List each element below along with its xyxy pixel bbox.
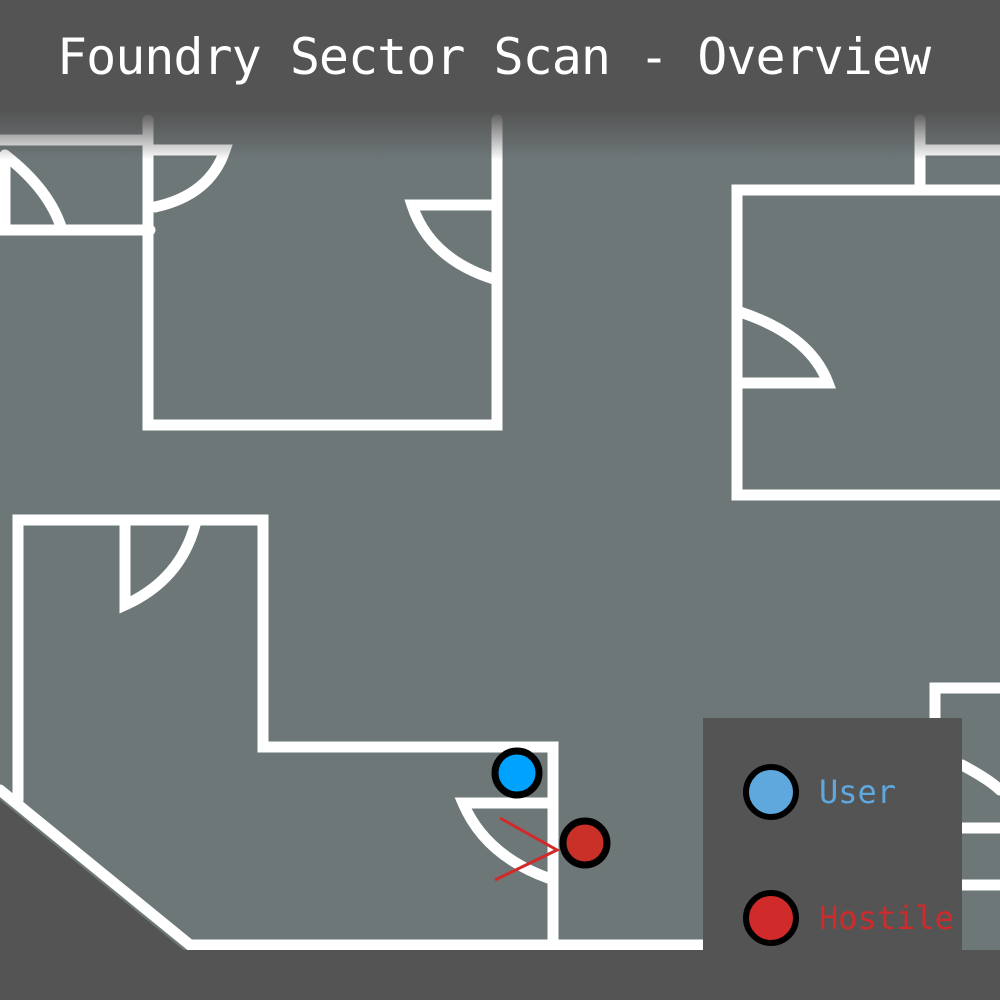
legend-label: Hostile: [819, 899, 954, 937]
legend-panel: User Hostile: [703, 718, 962, 950]
door-icon: [119, 519, 201, 614]
wall-room-bottom-right: [929, 682, 1000, 891]
door-icon: [454, 797, 554, 884]
header-bar: Foundry Sector Scan - Overview: [0, 0, 1000, 160]
hostile-view-cone: [494, 816, 561, 882]
hostile-marker[interactable]: [559, 817, 611, 869]
door-icon: [734, 306, 836, 389]
bottom-bar: [0, 950, 1000, 1000]
legend-label: User: [819, 773, 897, 811]
wall-room-top-left: [0, 114, 503, 431]
user-marker[interactable]: [491, 747, 543, 799]
legend-item-user: User: [743, 764, 896, 820]
door-icon: [404, 199, 503, 286]
user-dot-icon: [743, 764, 799, 820]
door-icon: [0, 149, 68, 236]
wall-room-right: [731, 114, 1000, 501]
legend-item-hostile: Hostile: [743, 890, 954, 946]
page-title: Foundry Sector Scan - Overview: [57, 28, 931, 86]
hostile-dot-icon: [743, 890, 799, 946]
wall-room-bottom-left: [0, 514, 756, 951]
